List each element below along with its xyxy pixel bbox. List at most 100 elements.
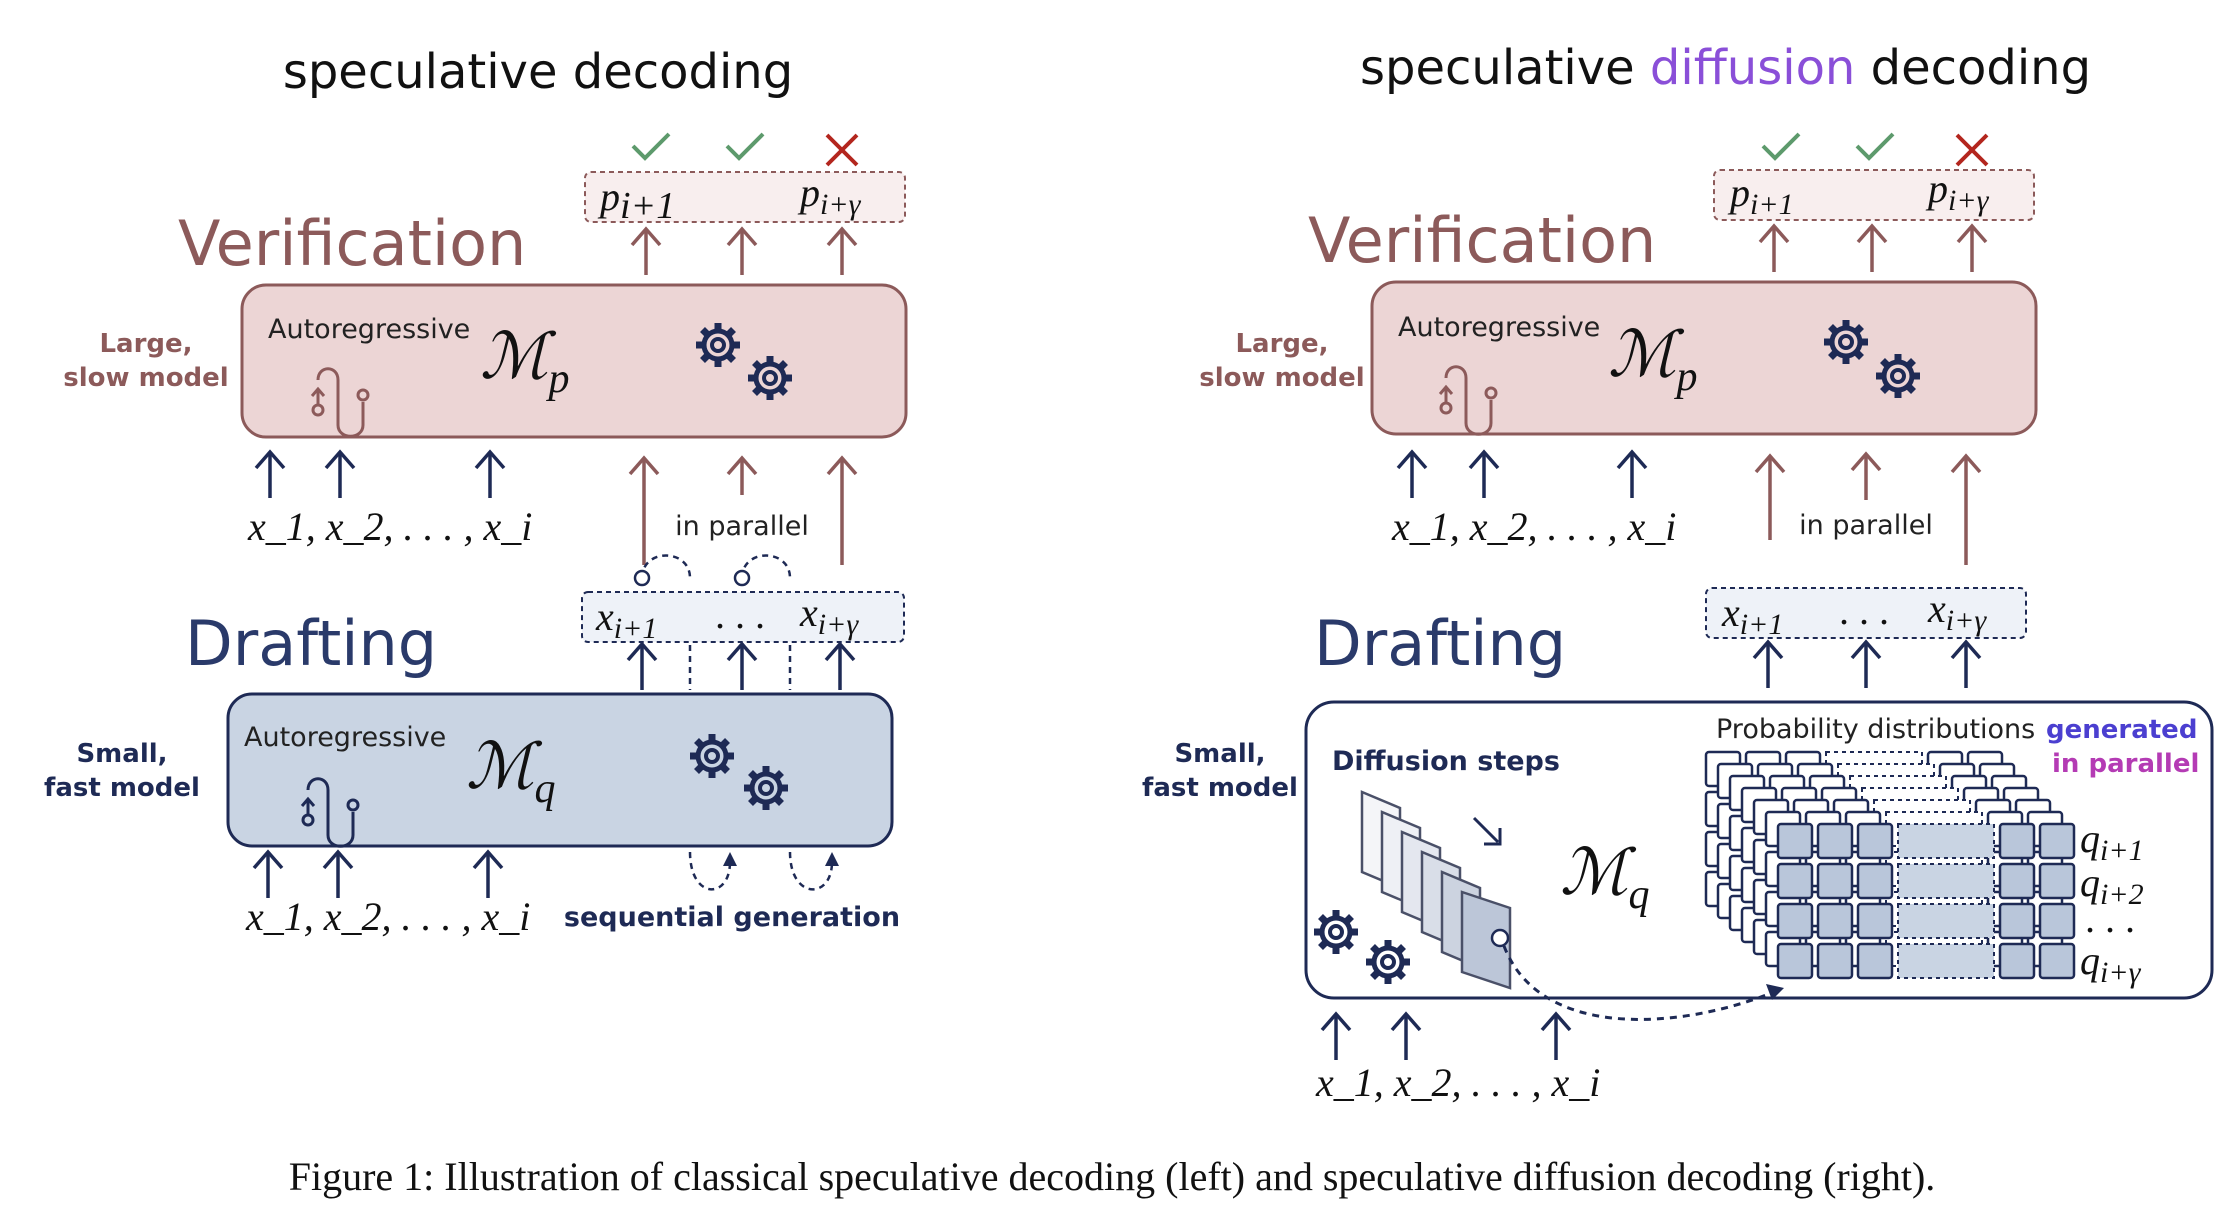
- verification-stage-label: Verification: [178, 207, 526, 280]
- verification-box: [240, 283, 908, 439]
- up-arrow-icon: [1390, 1012, 1422, 1062]
- model-p: ℳp: [480, 320, 569, 402]
- up-arrow-icon: [1320, 1012, 1352, 1062]
- grid-cell: [1998, 902, 2036, 940]
- drafting-box: [226, 692, 894, 848]
- grid-cell: [1776, 822, 1814, 860]
- verification-inputs: x_1, x_2, . . . , x_i: [247, 504, 532, 549]
- grid-cell: [1776, 902, 1814, 940]
- grid-cell: [2038, 902, 2076, 940]
- up-arrow-icon: [826, 227, 858, 277]
- diffusion-steps-label: Diffusion steps: [1332, 746, 1560, 777]
- drafting-inputs: x_1, x_2, . . . , x_i: [1315, 1060, 1600, 1105]
- draft-token-ellipsis: . . .: [716, 592, 766, 637]
- up-arrow-icon: [726, 642, 758, 692]
- grid-cell: [1998, 942, 2036, 980]
- sequential-generation-label: sequential generation: [564, 902, 900, 933]
- draft-token-ellipsis: . . .: [1840, 588, 1890, 633]
- grid-cell: [1998, 862, 2036, 900]
- grid-gap-cell: [1897, 903, 1995, 939]
- up-arrow-icon: [1856, 224, 1888, 274]
- in-parallel-label: in parallel: [1799, 510, 1933, 541]
- right-title: speculative diffusion decoding: [1360, 40, 2091, 96]
- verification-output-box: [1713, 169, 2035, 221]
- up-arrow-icon: [1850, 640, 1882, 690]
- verification-inputs: x_1, x_2, . . . , x_i: [1391, 504, 1676, 549]
- right-title-part1: speculative: [1360, 40, 1650, 96]
- verification-stage-label: Verification: [1308, 204, 1656, 277]
- up-arrow-icon: [826, 455, 858, 476]
- large-model-label-line1: Large,: [1235, 329, 1328, 359]
- generated-label-line1: generated: [2046, 715, 2197, 745]
- probability-distributions-label: Probability distributions: [1716, 714, 2035, 745]
- large-model-label-line2: slow model: [63, 363, 228, 393]
- up-arrow-icon: [472, 850, 504, 900]
- output-p-last: pi+γ: [797, 170, 862, 221]
- grid-cell: [1856, 862, 1894, 900]
- grid-cell: [1776, 862, 1814, 900]
- autoregressive-label: Autoregressive: [244, 722, 446, 753]
- check-icon: [631, 132, 671, 160]
- grid-cell: [1776, 942, 1814, 980]
- up-arrow-icon: [474, 450, 506, 500]
- model-p: ℳp: [1608, 318, 1697, 400]
- drafting-stage-label: Drafting: [185, 607, 437, 680]
- cross-icon: [825, 133, 859, 167]
- up-arrow-icon: [252, 850, 284, 900]
- up-arrow-icon: [324, 450, 356, 500]
- up-arrow-icon: [1850, 452, 1882, 502]
- in-parallel-label: in parallel: [675, 511, 809, 542]
- grid-cell: [2038, 822, 2076, 860]
- check-icon: [1761, 132, 1801, 160]
- up-arrow-icon: [1468, 450, 1500, 500]
- up-arrow-icon: [1754, 453, 1786, 474]
- model-q: ℳq: [1560, 836, 1649, 918]
- up-arrow-icon: [630, 227, 662, 277]
- autoregressive-label: Autoregressive: [268, 314, 470, 345]
- small-model-label-line1: Small,: [1174, 739, 1265, 769]
- grid-cell: [2038, 862, 2076, 900]
- small-model-label-line2: fast model: [44, 773, 200, 803]
- grid-cell: [1816, 822, 1854, 860]
- q-label-ellipsis: . . .: [2086, 896, 2136, 941]
- up-arrow-icon: [322, 850, 354, 900]
- verification-box: [1370, 280, 2038, 436]
- check-icon: [1855, 132, 1895, 160]
- autoregressive-label: Autoregressive: [1398, 312, 1600, 343]
- grid-cell: [1816, 862, 1854, 900]
- grid-cell: [1856, 942, 1894, 980]
- up-arrow-icon: [824, 642, 856, 692]
- grid-cell: [2038, 942, 2076, 980]
- grid-cell: [1856, 902, 1894, 940]
- up-arrow-icon: [1950, 453, 1982, 474]
- grid-cell: [1856, 822, 1894, 860]
- grid-gap-cell: [1897, 943, 1995, 979]
- up-arrow-icon: [1950, 640, 1982, 690]
- up-arrow-icon: [254, 450, 286, 500]
- up-arrow-icon: [726, 455, 758, 476]
- up-arrow-icon: [726, 227, 758, 277]
- figure-caption: Figure 1: Illustration of classical spec…: [289, 1154, 1936, 1199]
- probability-grid: [1704, 750, 2076, 980]
- up-arrow-icon: [1758, 224, 1790, 274]
- up-arrow-icon: [1540, 1012, 1572, 1062]
- right-title-part3: decoding: [1855, 40, 2091, 96]
- left-panel: speculative decoding pi+1 pi+γ Verificat…: [44, 44, 908, 939]
- generated-label-line2: in parallel: [2052, 749, 2199, 779]
- up-arrow-icon: [1616, 450, 1648, 500]
- up-arrow-icon: [626, 642, 658, 692]
- draft-tokens-box: [581, 591, 905, 643]
- right-title-part2: diffusion: [1650, 40, 1855, 96]
- grid-cell: [1816, 902, 1854, 940]
- grid-cell: [1816, 942, 1854, 980]
- up-arrow-icon: [1956, 224, 1988, 274]
- diffusion-steps-stack: [1360, 790, 1512, 990]
- left-title: speculative decoding: [283, 44, 793, 100]
- grid-cell: [1998, 822, 2036, 860]
- right-panel: speculative diffusion decoding pi+1 pi+γ…: [1142, 40, 2214, 1105]
- drafting-stage-label: Drafting: [1314, 607, 1566, 680]
- small-model-label-line1: Small,: [76, 739, 167, 769]
- up-arrow-icon: [1396, 450, 1428, 500]
- up-arrow-icon: [628, 455, 660, 476]
